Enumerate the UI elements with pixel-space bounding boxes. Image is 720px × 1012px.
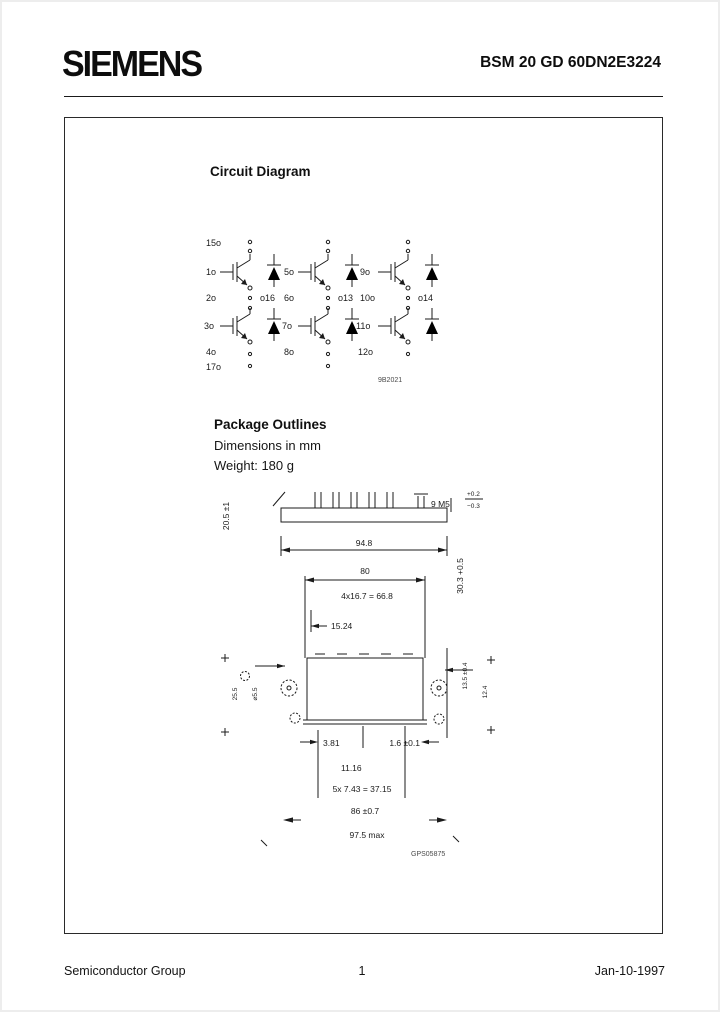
dim-pin-tol-minus: −0.3 bbox=[467, 503, 480, 510]
dim-right-1: 13.5 ±0.4 bbox=[462, 662, 469, 689]
circuit-label-phase-2: o13 bbox=[338, 293, 353, 303]
dim-pin-tol-plus: +0.2 bbox=[467, 491, 480, 498]
dim-pin-pitch: 15.24 bbox=[331, 621, 353, 631]
circuit-diagram-title: Circuit Diagram bbox=[210, 164, 311, 179]
dim-depth: 30.3 +0.5 bbox=[455, 558, 465, 594]
circuit-diagram-figure: 15o 17o 1o 2o o16 3o 4o 5o 6o o13 7o 8o bbox=[204, 238, 440, 384]
footer-group: Semiconductor Group bbox=[64, 964, 186, 978]
circuit-leg-2: 5o 6o o13 7o 8o bbox=[282, 239, 360, 369]
circuit-label-gate-top-3: 9o bbox=[360, 267, 370, 277]
dim-16: 1.6 ±0.1 bbox=[389, 738, 420, 748]
circuit-label-gate-bottom-3: 11o bbox=[356, 321, 370, 331]
dim-1116: 11.16 bbox=[341, 763, 362, 773]
circuit-label-gate-bottom-1: 3o bbox=[204, 321, 214, 331]
outline-bottom-dimensions: 3.81 1.6 ±0.1 11.16 5x 7.43 = 37.15 86 ±… bbox=[260, 726, 460, 858]
part-number: BSM 20 GD 60DN2E3224 bbox=[480, 54, 661, 71]
dim-right-2: 12.4 bbox=[482, 685, 489, 698]
dim-pin-row-width: 80 bbox=[360, 566, 370, 576]
outline-drawing-id: GPS05875 bbox=[411, 851, 445, 858]
dim-side-height: 20.5 ±1 bbox=[221, 502, 231, 531]
dim-975: 97.5 max bbox=[350, 830, 386, 840]
dim-pin-pitch-total: 4x16.7 = 66.8 bbox=[341, 591, 393, 601]
circuit-label-gate-top-1: 1o bbox=[206, 267, 216, 277]
circuit-label-phase-1: o16 bbox=[260, 293, 275, 303]
circuit-drawing-id: 9B2021 bbox=[378, 377, 402, 384]
package-outline-figure: 9 M5 +0.2 −0.3 20.5 ±1 30.3 +0.5 94.8 80… bbox=[221, 491, 495, 858]
circuit-label-top-rail: 15o bbox=[206, 238, 221, 248]
circuit-label-aux-bottom-3: 12o bbox=[358, 347, 373, 357]
circuit-label-aux-top-2: 6o bbox=[284, 293, 294, 303]
circuit-label-gate-bottom-2: 7o bbox=[282, 321, 292, 331]
circuit-label-aux-top-1: 2o bbox=[206, 293, 216, 303]
dim-width: 94.8 bbox=[356, 538, 373, 548]
header-divider bbox=[64, 96, 663, 97]
circuit-leg-1: 1o 2o o16 3o 4o bbox=[204, 239, 282, 369]
circuit-label-aux-bottom-2: 8o bbox=[284, 347, 294, 357]
outline-plan-view: 13.5 ±0.4 12.4 25.5 ⌀5.5 bbox=[221, 648, 495, 738]
siemens-logo: SIEMENS bbox=[62, 44, 203, 85]
circuit-label-gate-top-2: 5o bbox=[284, 267, 294, 277]
circuit-label-aux-bottom-1: 4o bbox=[206, 347, 216, 357]
content-frame bbox=[64, 117, 663, 934]
dim-86: 86 ±0.7 bbox=[351, 806, 380, 816]
dim-381: 3.81 bbox=[323, 738, 340, 748]
outline-side-view: 9 M5 +0.2 −0.3 20.5 ±1 30.3 +0.5 94.8 bbox=[221, 491, 483, 594]
package-outlines-title: Package Outlines bbox=[214, 417, 327, 432]
dim-hole-dia: ⌀5.5 bbox=[252, 687, 259, 700]
dim-pitch-row: 5x 7.43 = 37.15 bbox=[333, 784, 392, 794]
outline-pin-dimensions: 80 4x16.7 = 66.8 15.24 bbox=[304, 566, 426, 658]
footer-date: Jan-10-1997 bbox=[594, 964, 665, 978]
circuit-leg-3: 9o 10o o14 11o 12o bbox=[356, 239, 440, 357]
dim-pin: 9 M5 bbox=[431, 499, 450, 509]
dim-left-height: 25.5 bbox=[232, 687, 239, 700]
circuit-label-phase-3: o14 bbox=[418, 293, 433, 303]
dimensions-note: Dimensions in mm bbox=[214, 438, 321, 453]
page-number: 1 bbox=[358, 964, 366, 978]
circuit-label-bottom-rail: 17o bbox=[206, 362, 221, 372]
circuit-label-aux-top-3: 10o bbox=[360, 293, 375, 303]
weight-note: Weight: 180 g bbox=[214, 458, 294, 473]
